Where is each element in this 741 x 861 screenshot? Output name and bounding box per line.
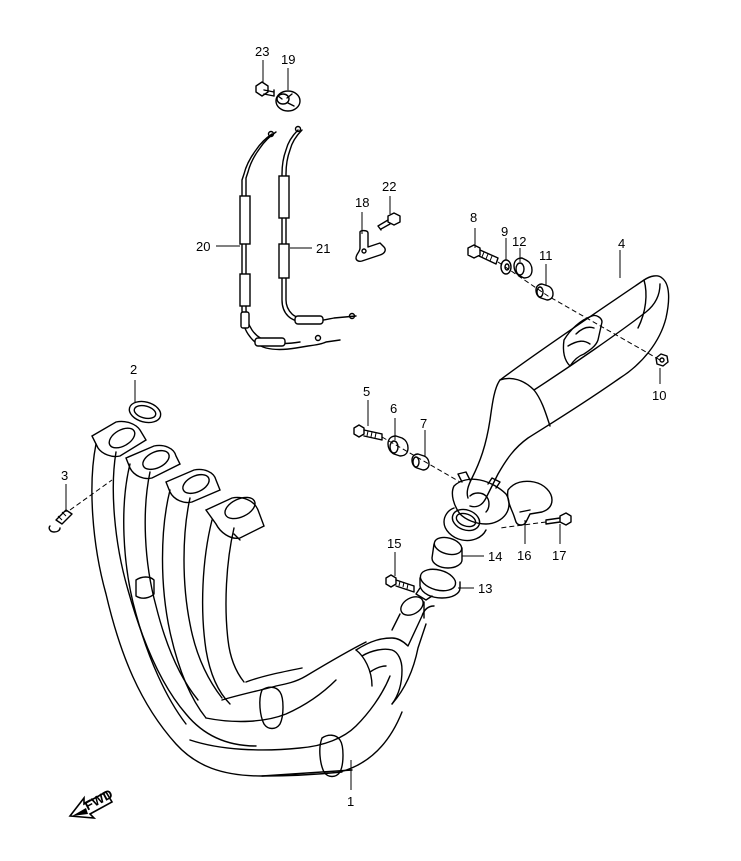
leader-lines	[65, 60, 661, 790]
part-10-nut[interactable]	[655, 353, 669, 367]
part-13-clamp[interactable]	[415, 566, 461, 601]
part-16-bracket[interactable]	[506, 480, 553, 526]
callout-18: 18	[355, 195, 369, 210]
mount-dashline-5	[381, 436, 461, 483]
callout-23: 23	[255, 44, 269, 59]
part-23-bolt[interactable]	[255, 81, 275, 97]
callout-20: 20	[196, 239, 210, 254]
part-18-bracket[interactable]	[355, 229, 386, 262]
part-20-cable[interactable]	[239, 130, 341, 351]
callout-19: 19	[281, 52, 295, 67]
callout-12: 12	[512, 234, 526, 249]
part-14-gasket[interactable]	[431, 535, 464, 569]
part-12-cushion[interactable]	[513, 257, 533, 279]
callout-1: 1	[347, 794, 354, 809]
callout-10: 10	[652, 388, 666, 403]
callout-labels: 1 2 3 4 5 6 7 8 9 10 11 12 13 14 15 16 1…	[61, 44, 666, 809]
callout-3: 3	[61, 468, 68, 483]
part-7-collar[interactable]	[411, 453, 430, 471]
fwd-arrow-icon: FWD	[68, 786, 115, 819]
part-3-bolt[interactable]	[48, 509, 73, 533]
part-17-bolt[interactable]	[545, 512, 572, 526]
part-5-bolt[interactable]	[353, 424, 383, 441]
part-19-grommet[interactable]	[275, 90, 301, 112]
callout-15: 15	[387, 536, 401, 551]
callout-7: 7	[420, 416, 427, 431]
part-1-exhaust-pipe[interactable]	[91, 420, 435, 778]
callout-4: 4	[618, 236, 625, 251]
part-21-cable[interactable]	[278, 125, 357, 325]
part-15-bolt[interactable]	[385, 574, 415, 593]
callout-5: 5	[363, 384, 370, 399]
callout-6: 6	[390, 401, 397, 416]
callout-21: 21	[316, 241, 330, 256]
part-8-bolt[interactable]	[467, 244, 499, 265]
callout-17: 17	[552, 548, 566, 563]
part-22-bolt[interactable]	[377, 212, 401, 231]
callout-8: 8	[470, 210, 477, 225]
callout-13: 13	[478, 581, 492, 596]
part-4-muffler[interactable]	[466, 275, 670, 508]
part-11-collar[interactable]	[535, 283, 554, 301]
callout-11: 11	[539, 248, 553, 263]
callout-22: 22	[382, 179, 396, 194]
mount-dashline-3	[69, 479, 113, 511]
callout-9: 9	[501, 224, 508, 239]
callout-14: 14	[488, 549, 502, 564]
mount-dashline-4	[497, 261, 661, 361]
callout-2: 2	[130, 362, 137, 377]
joint-pipe-assembly[interactable]	[443, 471, 510, 542]
part-2-gasket[interactable]	[127, 398, 163, 426]
part-6-cushion[interactable]	[387, 435, 409, 457]
callout-16: 16	[517, 548, 531, 563]
